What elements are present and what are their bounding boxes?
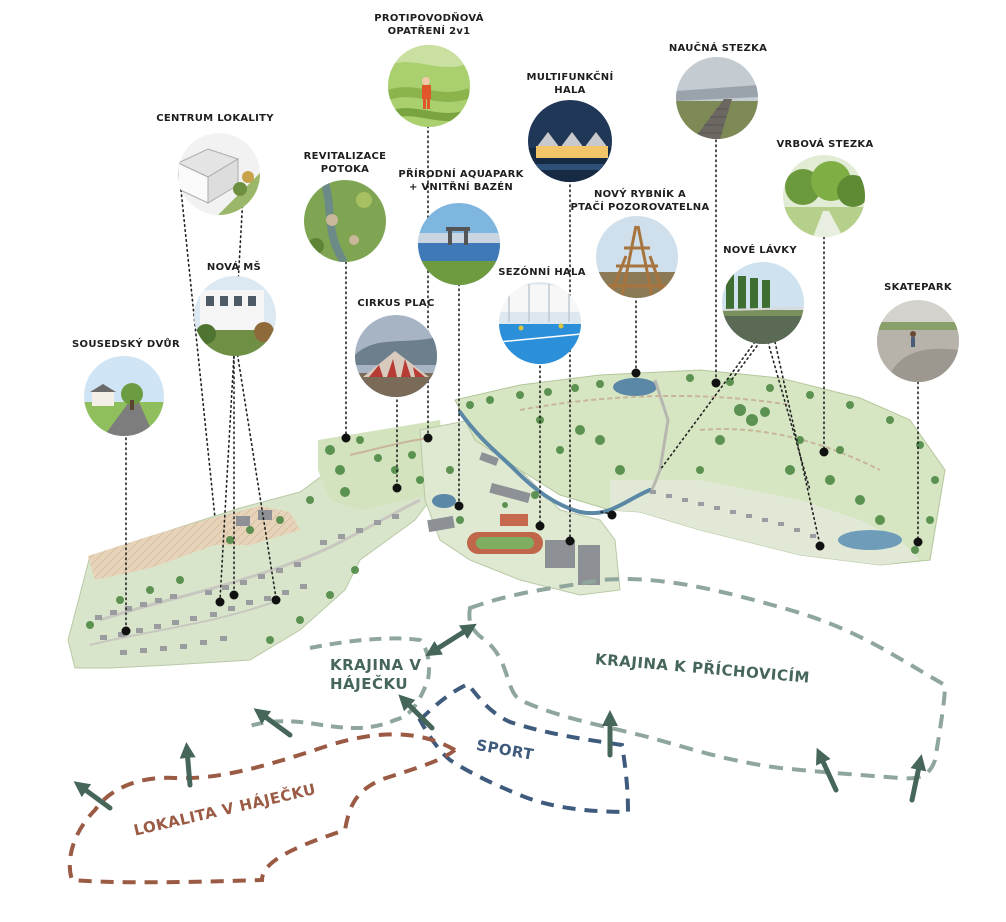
arrow-north-3 bbox=[179, 742, 196, 788]
bird-tower-photo-icon bbox=[596, 216, 678, 298]
poi-label-sezonni-hala: SEZÓNNÍ HALA bbox=[498, 267, 586, 278]
skatepark-photo-icon bbox=[877, 300, 959, 382]
flood-protection-photo-icon bbox=[388, 45, 470, 127]
location-dots bbox=[121, 368, 923, 636]
arrow-hajecku-bidirectional bbox=[425, 623, 477, 657]
willow-path-photo-icon bbox=[783, 155, 865, 237]
poi-label-multifunkcni-hala: MULTIFUNKČNÍ HALA bbox=[526, 72, 614, 96]
town-centre-photo-icon bbox=[178, 133, 260, 215]
hall-photo-icon bbox=[528, 100, 612, 182]
leader-lines bbox=[125, 125, 919, 631]
footbridge-photo-icon bbox=[722, 262, 804, 344]
direction-arrows bbox=[73, 623, 927, 811]
courtyard-photo-icon bbox=[84, 356, 164, 436]
arrow-north-2 bbox=[253, 708, 293, 738]
poi-label-protipovodnova: PROTIPOVODŇOVÁ OPATŘENÍ 2v1 bbox=[374, 13, 484, 37]
site-plan-base bbox=[67, 369, 946, 669]
zone-krajina-k-prichovicim-outline bbox=[467, 577, 948, 781]
zone-lokalita-outline bbox=[67, 732, 457, 885]
zone-krajina-v-hajecku-outline bbox=[249, 636, 431, 731]
poi-label-centrum-lokality: CENTRUM LOKALITY bbox=[156, 113, 274, 124]
aquapark-photo-icon bbox=[418, 203, 500, 285]
poi-label-nove-lavky: NOVÉ LÁVKY bbox=[723, 245, 797, 256]
arrow-north-1 bbox=[398, 694, 435, 731]
poi-label-novy-rybnik: NOVÝ RYBNÍK A PTAČÍ POZOROVATELNA bbox=[570, 189, 710, 213]
poi-label-skatepark: SKATEPARK bbox=[884, 282, 952, 293]
circus-tent-photo-icon bbox=[355, 315, 437, 397]
poi-label-vrbova-stezka: VRBOVÁ STEZKA bbox=[776, 139, 874, 150]
seasonal-hall-photo-icon bbox=[499, 282, 581, 364]
poi-label-sousedsky-dvur: SOUSEDSKÝ DVŮR bbox=[72, 339, 180, 350]
boardwalk-photo-icon bbox=[676, 57, 758, 139]
arrow-north-6 bbox=[816, 747, 839, 793]
zone-label-krajina-v-hajecku: KRAJINA V HÁJEČKU bbox=[330, 656, 422, 693]
stream-photo-icon bbox=[304, 180, 386, 262]
poi-label-naucna-stezka: NAUČNÁ STEZKA bbox=[668, 43, 768, 54]
kindergarten-photo-icon bbox=[194, 276, 276, 356]
poi-label-revitalizace-potoka: REVITALIZACE POTOKA bbox=[303, 151, 387, 175]
poi-label-nova-ms: NOVÁ MŠ bbox=[206, 262, 262, 273]
poi-label-cirkus-plac: CIRKUS PLAC bbox=[357, 298, 435, 309]
arrow-north-4 bbox=[73, 781, 113, 811]
arrow-north-7 bbox=[909, 754, 927, 803]
zone-sport-outline bbox=[417, 681, 631, 815]
poi-label-aquapark: PŘÍRODNÍ AQUAPARK + VNITŘNÍ BAZÉN bbox=[398, 169, 524, 193]
